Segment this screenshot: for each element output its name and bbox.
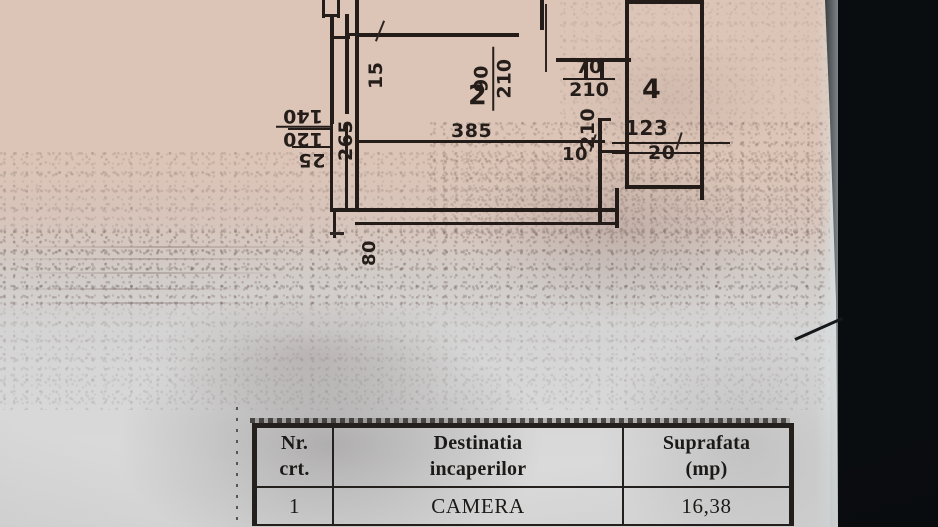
dimension-leader (292, 146, 332, 148)
wall-room2-bottom (355, 140, 605, 143)
wall-segment (330, 36, 350, 39)
header-dest-line1: Destinatia (433, 432, 523, 455)
opening-height: 210 (569, 79, 609, 102)
wall-segment (625, 0, 703, 4)
dimension-label-123: 123 (625, 116, 669, 140)
wall-segment (584, 58, 588, 80)
fold-guide-line (236, 407, 238, 527)
dimension-label-210-vertical: 210 (577, 107, 599, 149)
wall-lower-horizontal-2 (355, 222, 618, 225)
dimension-leader (288, 128, 332, 130)
header-dest-line2: incaperilor (429, 458, 527, 480)
opening-width: 120 (283, 127, 323, 150)
room-number-2: 2 (468, 80, 487, 111)
wall-segment (598, 190, 602, 225)
dimension-label-385: 385 (451, 120, 493, 142)
room-number-4: 4 (642, 74, 661, 105)
header-cell-nr: Nr. crt. (255, 426, 334, 488)
dimension-label-265: 265 (335, 119, 357, 161)
wall-vertical-left-outer (330, 14, 334, 124)
header-cell-destination: Destinatia incaperilor (332, 426, 624, 488)
dimension-label-20-window: 20 (648, 142, 676, 164)
dimension-label-15: 15 (365, 61, 387, 89)
wall-segment (598, 118, 611, 121)
header-area-line1: Suprafata (662, 432, 751, 455)
window-sill (598, 150, 628, 153)
opening-height: 210 (493, 58, 516, 99)
header-area-line2: (mp) (685, 458, 728, 480)
wall-lower-horizontal (333, 208, 618, 212)
table-row: 1 CAMERA 16,38 (255, 486, 791, 526)
wall-segment (345, 33, 358, 36)
cell-area: 16,38 (622, 486, 791, 526)
wall-segment (333, 208, 336, 238)
table-top-edge (250, 418, 790, 423)
wall-room2-top (359, 33, 519, 37)
wall-end-tick (330, 232, 344, 235)
room-schedule-table: Nr. crt. Destinatia incaperilor Suprafat… (252, 423, 794, 526)
opening-width: 70 (575, 56, 603, 78)
dimension-leader (684, 142, 730, 144)
wall-room4-right (700, 0, 704, 200)
opening-height: 140 (283, 104, 323, 127)
wall-segment (330, 124, 333, 212)
wall-segment (540, 0, 544, 30)
wall-vertical-left-inner (345, 14, 349, 114)
window-line (612, 152, 702, 154)
header-nr-line2: crt. (279, 458, 310, 480)
header-cell-area: Suprafata (mp) (622, 426, 791, 488)
wall-segment (322, 0, 325, 18)
wall-room4-bottom (625, 185, 704, 189)
cell-destination: CAMERA (332, 486, 624, 526)
wall-segment (345, 124, 348, 212)
dimension-label-80: 80 (359, 239, 380, 266)
dimension-extension-line (545, 4, 547, 72)
dimension-label-25: 25 (298, 149, 326, 171)
wall-segment (625, 0, 629, 62)
wall-segment (600, 58, 604, 80)
wall-room4-left (625, 58, 629, 188)
wall-room2-left (355, 0, 359, 210)
opening-120-140: 120 140 (276, 104, 330, 150)
header-nr-line1: Nr. (280, 432, 309, 455)
wall-segment (615, 188, 619, 228)
wall-segment (337, 0, 340, 18)
opening-70-210: 70 210 (563, 56, 615, 102)
dimension-label-10: 10 (562, 144, 589, 165)
wall-segment (556, 58, 631, 62)
fraction-bar (563, 78, 615, 81)
window-line (612, 142, 702, 144)
wall-segment (598, 118, 602, 190)
table-header-row: Nr. crt. Destinatia incaperilor Suprafat… (255, 426, 791, 488)
photo-background-dark (825, 0, 938, 527)
cell-nr: 1 (255, 486, 334, 526)
